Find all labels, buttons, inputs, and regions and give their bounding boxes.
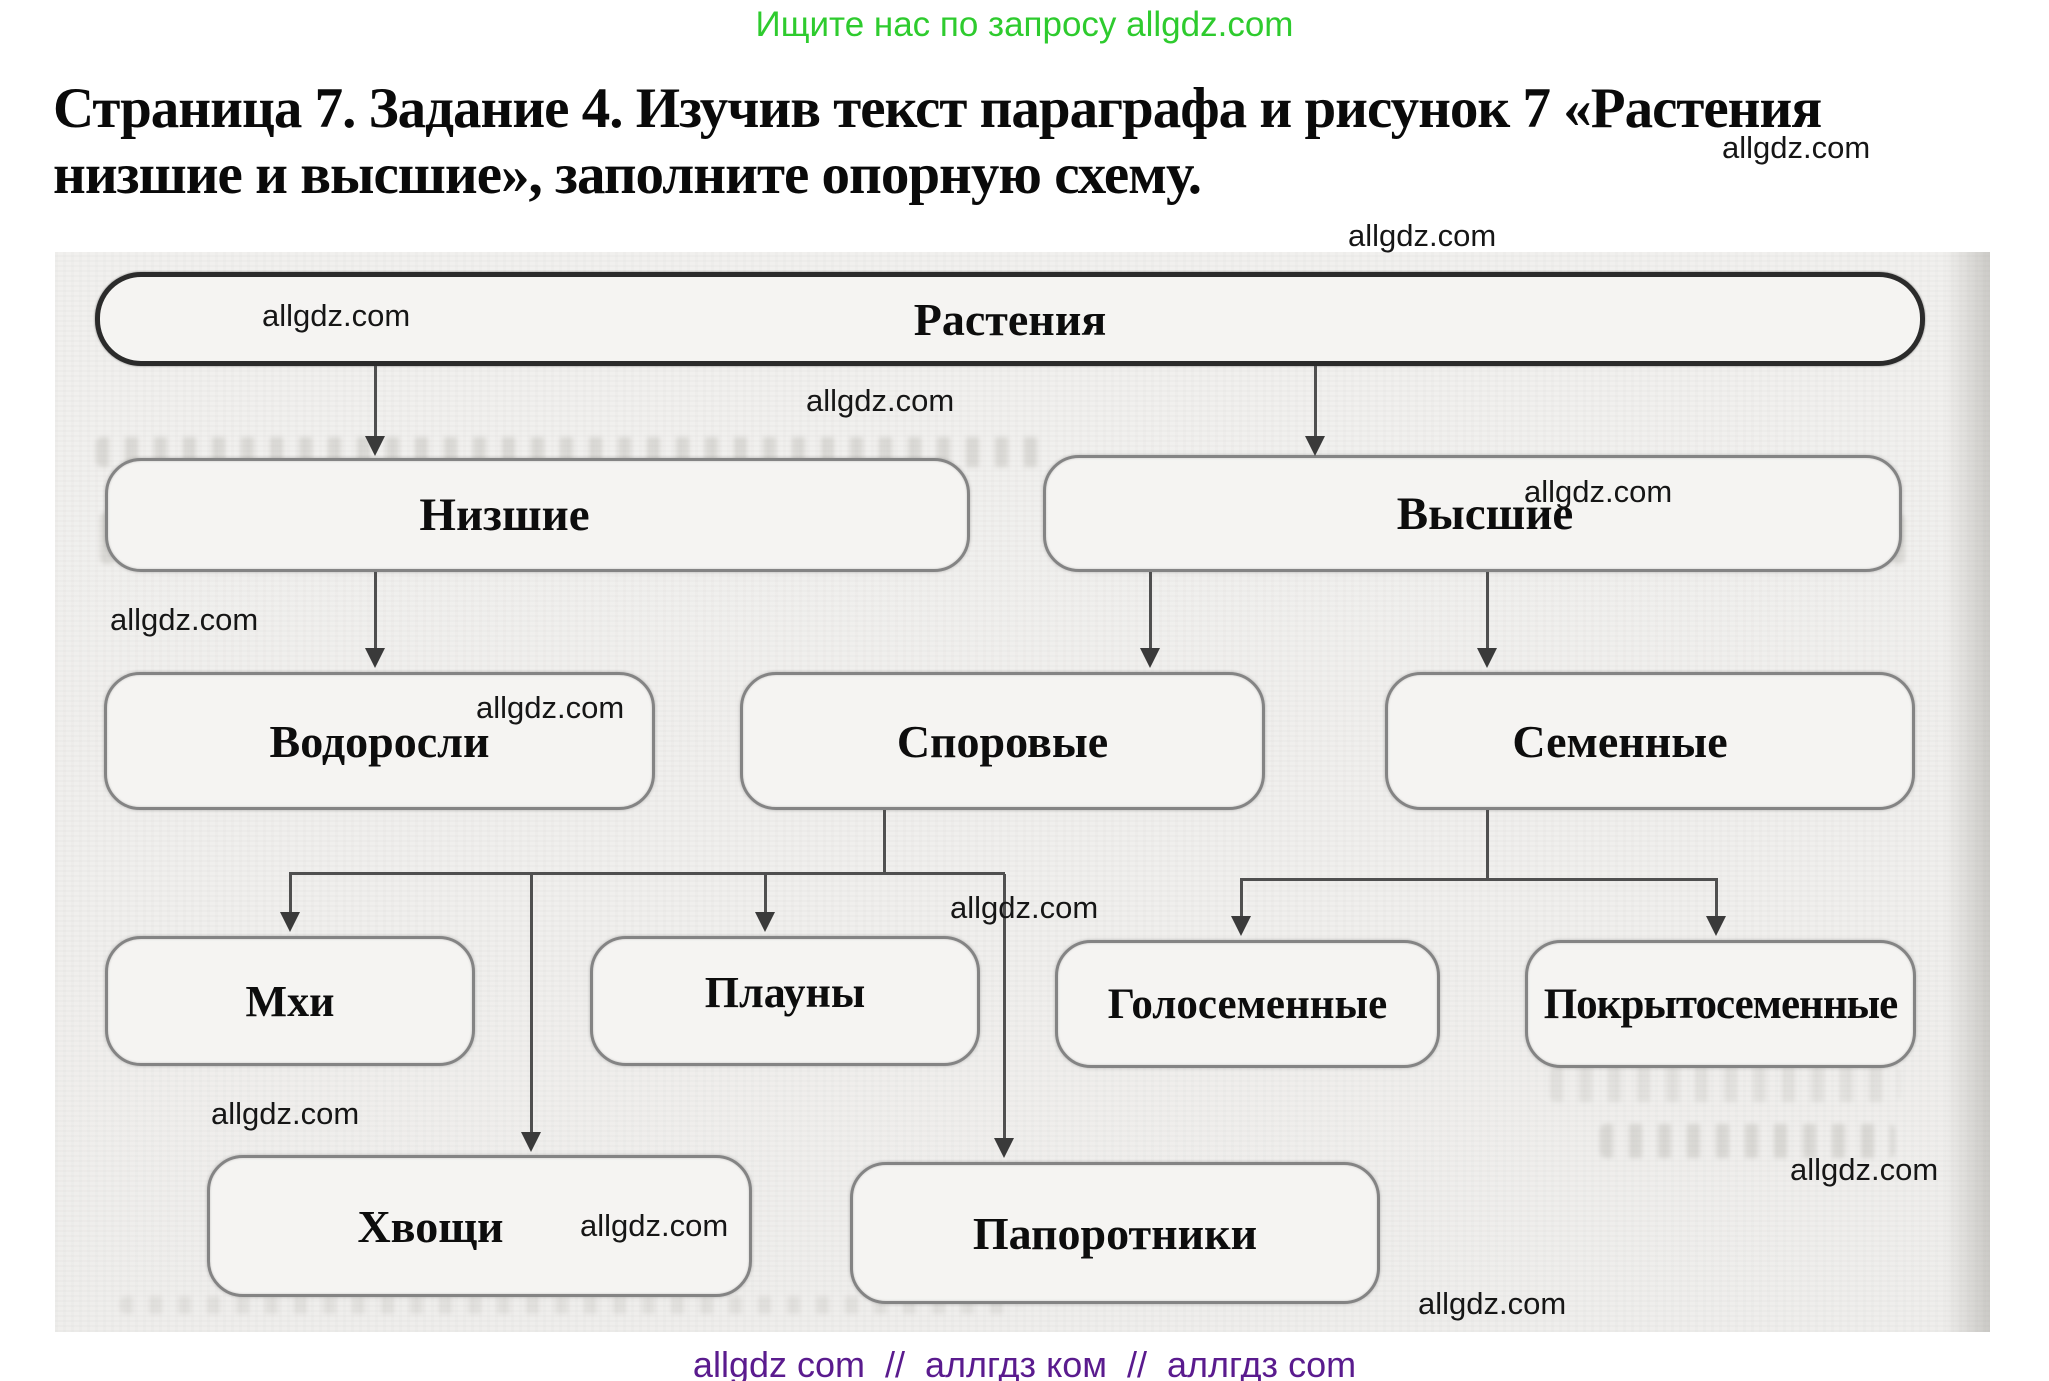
node-algae: Водоросли (104, 672, 655, 810)
node-lower-plants: Низшие (105, 458, 970, 572)
node-seed-plants-label: Семенные (1512, 715, 1728, 767)
connector-line (1240, 880, 1243, 918)
page-title: Страница 7. Задание 4. Изучив текст пара… (53, 76, 2013, 208)
connector-line (1486, 572, 1489, 650)
watermark: allgdz.com (262, 298, 411, 333)
node-seed-plants: Семенные (1385, 672, 1915, 810)
arrow-down (365, 436, 385, 456)
node-mosses: Мхи (105, 936, 475, 1066)
node-gymnosperms-label: Голосеменные (1107, 980, 1388, 1028)
connector-line (1003, 874, 1006, 1140)
node-higher-plants-label: Высшие (1396, 487, 1574, 540)
watermark: allgdz.com (110, 602, 259, 637)
arrow-down (1706, 916, 1726, 936)
node-mosses-label: Мхи (245, 976, 335, 1026)
arrow-down (755, 912, 775, 932)
node-algae-label: Водоросли (269, 715, 490, 767)
node-ferns: Папоротники (850, 1162, 1380, 1304)
arrow-down (1231, 916, 1251, 936)
node-higher-plants: Высшие (1043, 455, 1902, 572)
watermark: allgdz.com (806, 383, 955, 418)
watermark: allgdz.com (1722, 130, 1871, 165)
watermark: allgdz.com (211, 1096, 360, 1131)
connector-line (764, 874, 767, 914)
connector-line (374, 572, 377, 650)
page-title-line2: низшие и высшие», заполните опорную схем… (53, 143, 1202, 206)
ghost-bleed (120, 1296, 1020, 1314)
node-club-mosses: Плауны (590, 936, 980, 1066)
node-plants: Растения (95, 272, 1925, 366)
ghost-bleed (1600, 1124, 1895, 1158)
arrow-down (521, 1132, 541, 1152)
node-horsetails-label: Хвощи (357, 1200, 504, 1252)
arrow-down (365, 648, 385, 668)
arrow-down (994, 1138, 1014, 1158)
arrow-down (1140, 648, 1160, 668)
connector-line (289, 874, 292, 914)
arrow-down (1305, 436, 1325, 456)
promo-banner: Ищите нас по запросу allgdz.com (755, 5, 1294, 44)
watermark: allgdz.com (1418, 1286, 1567, 1321)
node-gymnosperms: Голосеменные (1055, 940, 1440, 1068)
node-angiosperms-label: Покрытосеменные (1543, 980, 1899, 1028)
node-angiosperms: Покрытосеменные (1525, 940, 1916, 1068)
node-club-mosses-label: Плауны (704, 967, 866, 1017)
node-spore-plants-label: Споровые (896, 715, 1109, 767)
page-title-line1: Страница 7. Задание 4. Изучив текст пара… (53, 77, 1822, 140)
node-spore-plants: Споровые (740, 672, 1265, 810)
node-lower-plants-label: Низшие (419, 489, 590, 541)
connector-line (1149, 572, 1152, 650)
connector-line (289, 872, 1005, 875)
node-plants-label: Растения (913, 293, 1107, 345)
connector-line (1486, 810, 1489, 880)
watermark: allgdz.com (1790, 1152, 1939, 1187)
watermark: allgdz.com (1524, 474, 1673, 509)
arrow-down (1477, 648, 1497, 668)
arrow-down (280, 912, 300, 932)
connector-line (1314, 366, 1317, 438)
connector-line (883, 810, 886, 874)
node-ferns-label: Папоротники (972, 1207, 1258, 1259)
watermark: allgdz.com (580, 1208, 729, 1243)
ghost-bleed (1550, 1066, 1900, 1102)
footer-links: allgdz com // аллгдз ком // аллгдз com (692, 1344, 1357, 1381)
watermark: allgdz.com (476, 690, 625, 725)
connector-line (530, 874, 533, 1134)
connector-line (1715, 880, 1718, 918)
scan-edge-shadow (1944, 252, 1990, 1332)
connector-line (374, 366, 377, 438)
watermark: allgdz.com (950, 890, 1099, 925)
connector-line (1240, 878, 1718, 881)
node-horsetails: Хвощи (207, 1155, 752, 1297)
watermark: allgdz.com (1348, 218, 1497, 253)
